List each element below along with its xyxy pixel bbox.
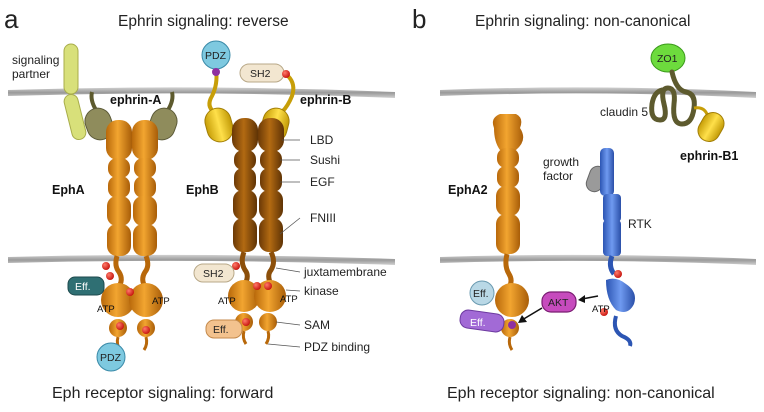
ephb-atp-left: ATP xyxy=(218,296,236,307)
svg-text:PDZ: PDZ xyxy=(100,352,122,364)
svg-text:Eff.: Eff. xyxy=(213,324,229,336)
ephb-phospho-sites xyxy=(232,262,272,326)
epha-atp-right: ATP xyxy=(152,296,170,307)
rtk-label: RTK xyxy=(628,217,652,231)
activation-arrows xyxy=(518,295,599,323)
ephrin-b1-label: ephrin-B1 xyxy=(680,149,738,163)
pdz-bottom: PDZ xyxy=(96,342,126,372)
svg-text:SH2: SH2 xyxy=(250,68,271,80)
domain-callouts: LBD Sushi EGF FNIII juxtamembrane kinase… xyxy=(267,133,387,354)
svg-text:ZO1: ZO1 xyxy=(657,53,678,65)
panel-a-bottom-title: Eph receptor signaling: forward xyxy=(52,385,273,402)
svg-text:SH2: SH2 xyxy=(203,268,224,280)
akt: AKT xyxy=(541,291,577,313)
panel-a-letter: a xyxy=(4,4,19,34)
ephb-receptor xyxy=(228,118,286,345)
domain-label-lbd: LBD xyxy=(310,133,334,147)
panel-b-top-title: Ephrin signaling: non-canonical xyxy=(475,13,690,30)
panel-a-membranes xyxy=(8,87,395,265)
svg-text:Eff.: Eff. xyxy=(473,288,489,300)
domain-label-fniii: FNIII xyxy=(310,211,336,225)
rtk-atp-label: ATP xyxy=(592,304,610,315)
pdz-top: PDZ xyxy=(201,40,231,76)
domain-label-pdz-binding: PDZ binding xyxy=(304,340,370,354)
epha2-receptor xyxy=(492,114,529,351)
effector-purple-b: Eff. xyxy=(459,309,505,333)
domain-label-juxtamembrane: juxtamembrane xyxy=(303,265,387,279)
epha2-label: EphA2 xyxy=(448,183,488,197)
ephrin-b-label: ephrin-B xyxy=(300,93,351,107)
sh2-bottom: SH2 xyxy=(193,263,235,283)
panel-b-letter: b xyxy=(412,4,426,34)
domain-label-egf: EGF xyxy=(310,175,335,189)
ephrin-b1 xyxy=(697,112,725,142)
ephrin-a-label: ephrin-A xyxy=(110,93,161,107)
panel-b-membranes xyxy=(440,87,756,265)
effector-teal: Eff. xyxy=(67,276,105,296)
zo1: ZO1 xyxy=(650,43,686,73)
sh2-top: SH2 xyxy=(239,63,290,83)
epha-receptor xyxy=(101,120,163,351)
claudin-5 xyxy=(649,69,710,127)
domain-label-sam: SAM xyxy=(304,318,330,332)
epha2-phospho-site xyxy=(508,321,516,329)
svg-text:AKT: AKT xyxy=(548,297,569,309)
claudin-5-label: claudin 5 xyxy=(600,105,648,119)
effector-peach: Eff. xyxy=(205,319,243,339)
epha-label: EphA xyxy=(52,183,85,197)
panel-a-top-title: Ephrin signaling: reverse xyxy=(118,13,289,30)
svg-text:Eff.: Eff. xyxy=(75,281,91,293)
signaling-partner xyxy=(63,43,87,141)
domain-label-sushi: Sushi xyxy=(310,153,340,167)
panel-b-bottom-title: Eph receptor signaling: non-canonical xyxy=(447,385,715,402)
effector-blue-b: Eff. xyxy=(469,280,495,306)
domain-label-kinase: kinase xyxy=(304,284,339,298)
ephb-atp-right: ATP xyxy=(280,294,298,305)
epha-atp-left: ATP xyxy=(97,304,115,315)
epha-phospho-sites xyxy=(102,262,150,334)
svg-text:PDZ: PDZ xyxy=(205,50,227,62)
ephb-label: EphB xyxy=(186,183,219,197)
svg-text:Eff.: Eff. xyxy=(470,317,486,329)
rtk xyxy=(600,148,635,347)
